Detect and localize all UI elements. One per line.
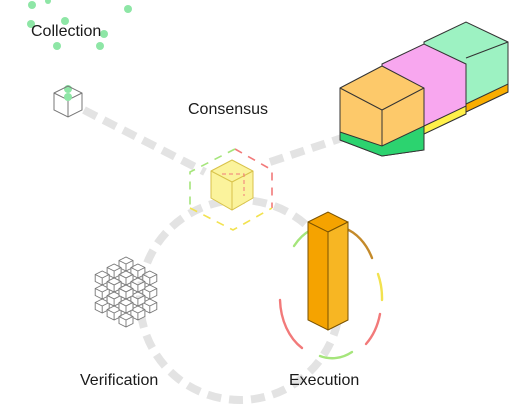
cluster-cube xyxy=(142,270,158,286)
block-chain-icon xyxy=(339,21,509,157)
verification-label: Verification xyxy=(80,372,159,389)
collection-label: Collection xyxy=(31,23,102,40)
cluster-cube xyxy=(130,291,146,307)
consensus-label: Consensus xyxy=(188,101,269,118)
yellow-cube-icon xyxy=(189,148,273,231)
cluster-cube xyxy=(118,284,134,300)
execution-label: Execution xyxy=(289,372,360,389)
cluster-cube xyxy=(118,298,134,314)
path-collection-consensus xyxy=(82,106,207,176)
tall-bar-icon xyxy=(307,211,349,331)
cluster-cube xyxy=(94,298,110,314)
cluster-cube xyxy=(94,284,110,300)
cube-cluster-icon xyxy=(94,256,158,328)
collection-dot-in-cube xyxy=(64,93,72,101)
cluster-cube xyxy=(106,277,122,293)
cluster-cube xyxy=(118,312,134,328)
cluster-cube xyxy=(142,284,158,300)
collection-dots xyxy=(27,0,132,93)
